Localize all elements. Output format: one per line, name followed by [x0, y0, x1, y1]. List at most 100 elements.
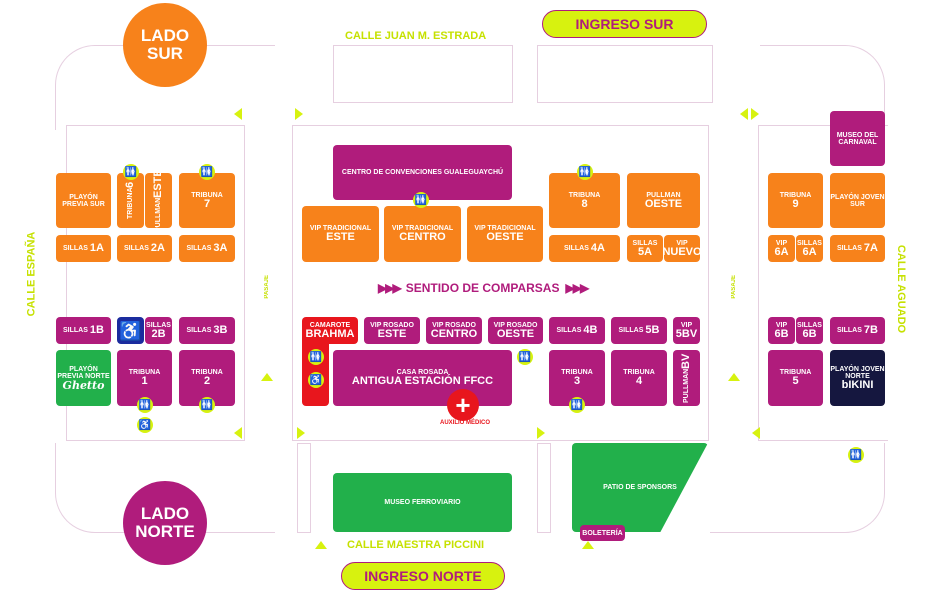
zone-label-l2: 8: [581, 197, 588, 210]
zone-label-l1: TRIBUNA: [128, 369, 161, 376]
zone-museo-carnaval[interactable]: MUSEO DEL CARNAVAL: [830, 111, 885, 166]
block-outline: [537, 45, 713, 103]
restroom-icon: 🚻: [517, 349, 533, 365]
zone-boleteria[interactable]: BOLETERÍA: [580, 525, 625, 541]
lado-sur-line1: LADO: [140, 26, 190, 46]
zone-label-l2: 2: [203, 375, 211, 387]
zone-label-l2: Ghetto: [62, 378, 105, 392]
street-juan-m-estrada: CALLE JUAN M. ESTRADA: [345, 30, 487, 42]
ingreso-sur[interactable]: INGRESO SUR: [542, 10, 707, 38]
zone-label-l1: BOLETERÍA: [582, 529, 623, 537]
zone-label-l2: OESTE: [496, 327, 535, 340]
zone-label-l2: ESTE: [377, 327, 407, 340]
lado-sur-badge: LADO SUR: [123, 3, 207, 87]
direction-arrow-icon: [728, 373, 740, 381]
zone-playon-previa-sur[interactable]: PLAYÓN PREVIA SUR: [56, 173, 111, 228]
zone-label-l1: VIP TRADICIONAL: [474, 225, 536, 232]
zone-label-l1: TRIBUNA: [779, 191, 812, 199]
block-outline: [758, 125, 888, 441]
zone-label-l2: OESTE: [644, 197, 683, 210]
zone-museo-ferroviario[interactable]: MUSEO FERROVIARIO: [333, 473, 512, 532]
restroom-icon: 🚻: [199, 164, 215, 180]
direction-arrow-icon: [537, 427, 545, 439]
zone-label-l1: PULLMAN: [646, 191, 681, 199]
zone-label-l2: 5: [792, 375, 799, 387]
block-outline: [297, 443, 311, 533]
zone-label-l2: OESTE: [486, 231, 524, 243]
ingreso-norte[interactable]: INGRESO NORTE: [341, 562, 505, 590]
block-outline: [710, 443, 885, 533]
zone-patio-sponsors[interactable]: PATIO DE SPONSORS: [572, 443, 708, 532]
zone-label-l1: PULLMAN: [155, 197, 162, 232]
zone-playon-joven-sur[interactable]: PLAYÓN JOVEN SUR: [830, 173, 885, 228]
direction-arrow-icon: [740, 108, 748, 120]
zone-label-l1: SILLAS: [556, 327, 582, 334]
lado-sur-line2: SUR: [147, 44, 183, 63]
zone-label-l1: VIP: [775, 321, 788, 329]
medical-label: AUXILIO MÉDICO: [440, 420, 491, 426]
restroom-icon: 🚻: [137, 397, 153, 413]
pasaje-label: PASAJE: [731, 275, 737, 299]
zone-label-l1: TRIBUNA: [561, 369, 593, 376]
zone-label-l1: SILLAS: [63, 245, 88, 252]
zone-label-l2: 1: [141, 375, 148, 387]
medical-cross-icon[interactable]: +: [447, 389, 479, 421]
parade-direction-label: SENTIDO DE COMPARSAS: [405, 281, 560, 295]
zone-label-l1: SILLAS: [564, 245, 589, 252]
zone-label-l2: ESTE: [152, 169, 164, 198]
lado-norte-badge: LADO NORTE: [123, 481, 207, 565]
zone-label-l2: NUEVO: [662, 245, 702, 258]
direction-arrow-icon: [752, 427, 760, 439]
zone-label-l1: MUSEO FERROVIARIO: [384, 499, 461, 506]
zone-label-l1: CASA ROSADA: [396, 369, 449, 376]
zone-label-l2: bIKINI: [841, 378, 874, 391]
street-maestra-piccini: CALLE MAESTRA PICCINI: [347, 539, 485, 551]
zone-label-l1: SILLAS: [186, 327, 212, 334]
zone-centro-convenciones[interactable]: CENTRO DE CONVENCIONES GUALEGUAYCHÚ: [333, 145, 512, 200]
zone-label-l1: PATIO DE SPONSORS: [603, 484, 677, 491]
zone-label-l2: ANTIGUA ESTACIÓN FFCC: [351, 375, 494, 387]
zone-label-l1: VIP TRADICIONAL: [391, 225, 454, 232]
zone-label-l1: SILLAS: [797, 321, 822, 329]
